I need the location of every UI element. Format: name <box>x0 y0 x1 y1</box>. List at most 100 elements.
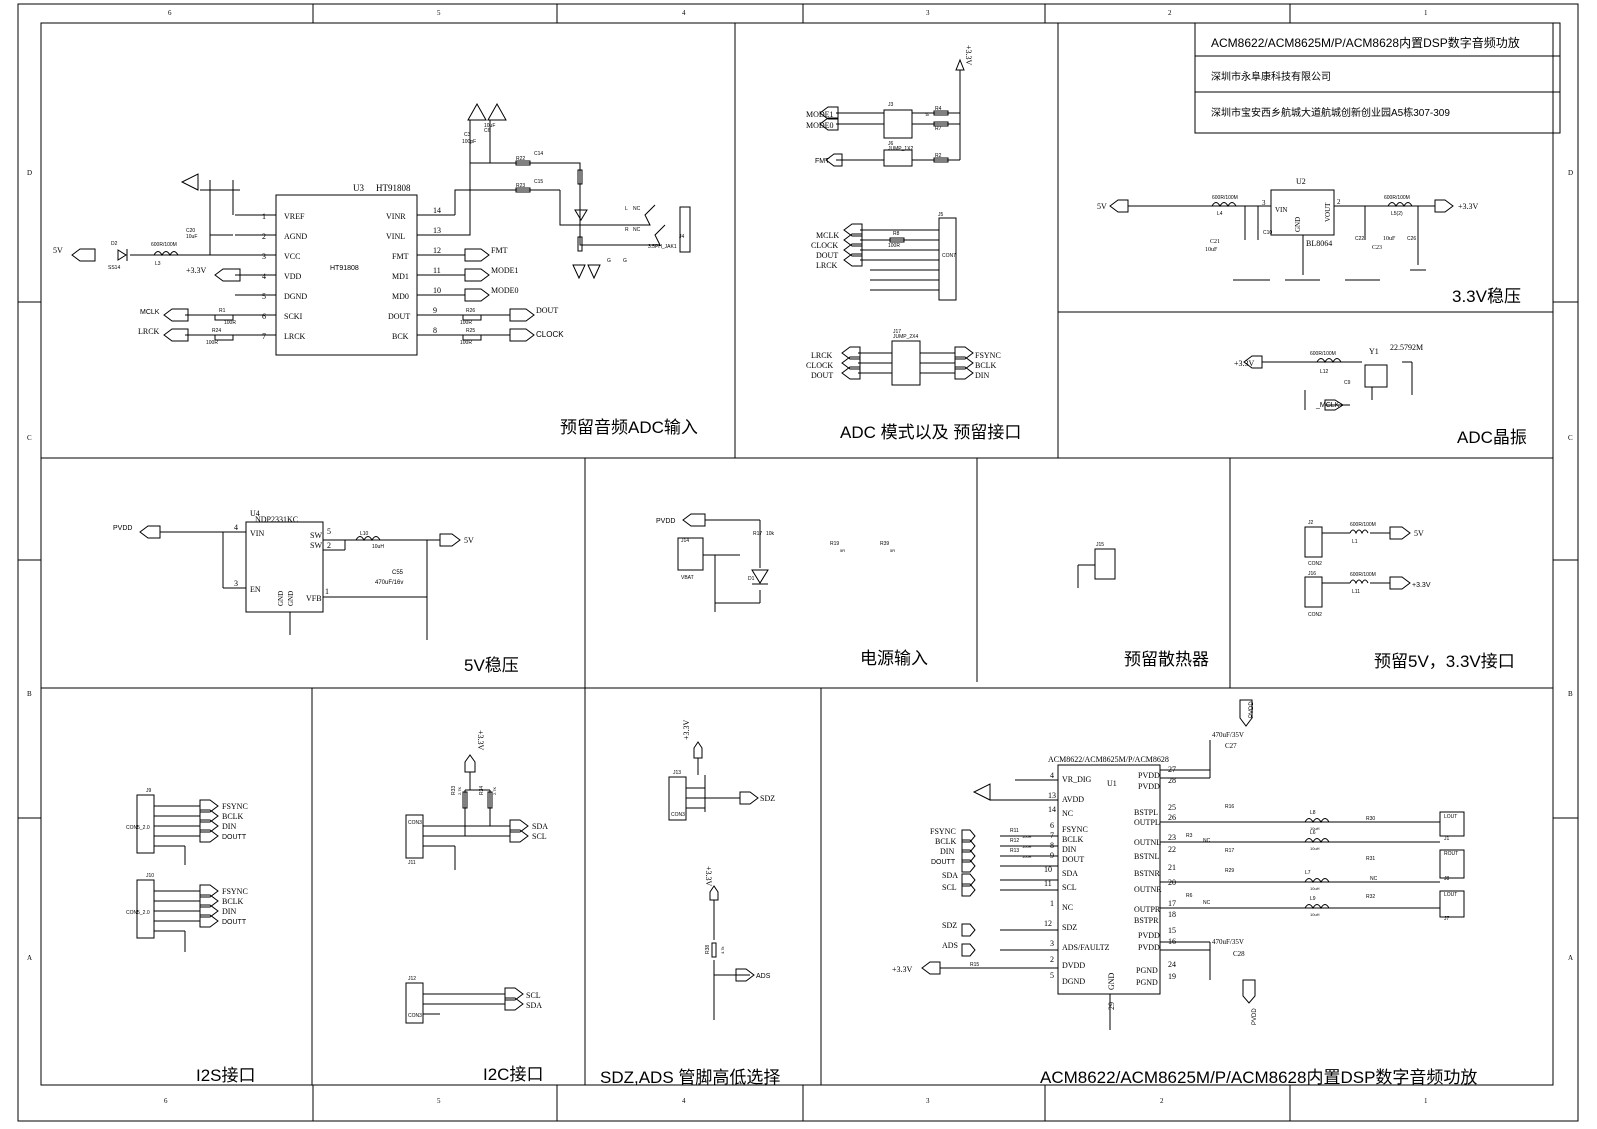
schematic-label: 4 <box>234 523 238 532</box>
frame-top-labels: 6 5 4 3 2 1 6 5 4 3 2 1 D C B A D C B A <box>27 9 1573 1105</box>
adc-input-circuit: U3 HT91808 HT91808 <box>71 102 691 356</box>
schematic-label: BSTPL <box>1134 808 1158 817</box>
connector-j10 <box>136 879 155 939</box>
schematic-label: 5 <box>327 527 331 536</box>
section-title-power-input: 电源输入 <box>860 649 928 668</box>
schematic-label: SDA <box>1062 869 1078 878</box>
i2s-circuit <box>136 794 219 952</box>
schematic-label: R <box>625 227 629 233</box>
schematic-label: J6 <box>888 141 894 147</box>
schematic-label: VIN <box>1275 206 1287 214</box>
frame-row-label: A <box>1568 954 1573 962</box>
schematic-label: PVDD <box>1138 771 1160 780</box>
schematic-label: 26 <box>1168 813 1176 822</box>
schematic-label: DOUT <box>1062 855 1084 864</box>
schematic-label: 23 <box>1168 833 1176 842</box>
schematic-label: 10uH <box>1310 846 1320 851</box>
schematic-label: FMT <box>392 252 409 261</box>
schematic-label: BSTNL <box>1134 852 1159 861</box>
output-connector-j1 <box>1439 811 1465 837</box>
schematic-label: NC <box>633 206 641 212</box>
schematic-label: R17 <box>1225 848 1234 854</box>
schematic-label: 5R <box>840 548 845 553</box>
schematic-label: NC <box>1370 876 1378 882</box>
inductor-l3 <box>153 251 179 257</box>
schematic-label: MD0 <box>392 292 409 301</box>
section-title-5v-regulator: 5V稳压 <box>464 656 519 675</box>
schematic-label: J1 <box>1444 836 1450 842</box>
section-title-amplifier: ACM8622/ACM8625M/P/ACM8628内置DSP数字音频功放 <box>1040 1068 1477 1087</box>
schematic-label: R29 <box>1225 868 1234 874</box>
schematic-label: JUMP_1X2 <box>888 146 914 152</box>
schematic-label: CON5_2.0 <box>126 825 150 831</box>
net-port-clock <box>509 328 535 342</box>
schematic-label: 2 <box>327 541 331 550</box>
net-port-3v3 <box>214 268 241 282</box>
schematic-label: OUTPR <box>1134 905 1161 914</box>
schematic-label: VR_DIG <box>1062 775 1092 784</box>
schematic-label: R25 <box>466 328 475 334</box>
schematic-label: L12 <box>1320 369 1329 375</box>
schematic-label: 6 <box>1050 821 1054 830</box>
schematic-label: CON2 <box>1308 612 1322 618</box>
schematic-label: 24 <box>1168 960 1176 969</box>
schematic-label: +3.3V <box>476 730 485 751</box>
schematic-label: G <box>607 258 611 264</box>
output-connector-j8 <box>1439 849 1465 879</box>
schematic-label: 100R <box>888 243 900 249</box>
schematic-label: GND <box>287 591 295 606</box>
schematic-label: LRCK <box>138 327 160 336</box>
schematic-label: DOUT <box>536 306 558 315</box>
schematic-label: J7 <box>1444 916 1450 922</box>
schematic-label: 3.5PH_JAK1 <box>648 244 677 250</box>
schematic-label: R6 <box>1186 893 1193 899</box>
schematic-label: R11 <box>1010 828 1019 834</box>
schematic-label: 19 <box>1168 972 1176 981</box>
schematic-label: EN <box>250 585 261 594</box>
schematic-label: R1 <box>219 308 226 314</box>
schematic-label: 8 <box>1050 841 1054 850</box>
schematic-label: 4 <box>1050 771 1054 780</box>
schematic-label: JUMP_2X4 <box>893 334 919 340</box>
schematic-label: C21 <box>1210 239 1220 245</box>
schematic-label: PGND <box>1136 978 1158 987</box>
schematic-label: VOUT <box>1324 202 1332 222</box>
schematic-label: 600R/100M <box>1310 351 1336 357</box>
section-dividers <box>41 23 1553 1085</box>
schematic-label: BL8064 <box>1306 239 1332 248</box>
schematic-label: U2 <box>1296 177 1306 186</box>
schematic-label: 5R <box>890 548 895 553</box>
schematic-label: 28 <box>1168 776 1176 785</box>
schematic-label: SDA <box>526 1001 542 1010</box>
schematic-label: R15 <box>970 962 979 968</box>
schematic-label: DIN <box>222 822 236 831</box>
schematic-label: SCL <box>1062 883 1077 892</box>
schematic-label: 9 <box>433 306 437 315</box>
schematic-label: PVDD <box>656 518 675 525</box>
schematic-label: CLOCK <box>536 330 564 339</box>
schematic-label: R24 <box>212 328 221 334</box>
schematic-label: ACM8622/ACM8625M/P/ACM8628 <box>1048 755 1169 764</box>
schematic-label: 2 <box>1337 198 1341 206</box>
frame-row-label: D <box>27 169 32 177</box>
schematic-label: CON7 <box>942 253 956 259</box>
schematic-label: 10 <box>433 286 441 295</box>
schematic-label: AGND <box>284 232 307 241</box>
schematic-label: 21 <box>1168 863 1176 872</box>
section-title-adc-input: 预留音频ADC输入 <box>560 418 698 437</box>
schematic-label: CON3 <box>408 820 422 826</box>
jumper-j3 <box>883 109 913 139</box>
schematic-label: DVDD <box>1062 961 1085 970</box>
schematic-label: C28 <box>1233 950 1245 958</box>
schematic-label: DOUTT <box>222 919 247 926</box>
net-port-mclk <box>163 308 189 322</box>
frame-col-label: 2 <box>1160 1097 1164 1105</box>
schematic-label: 10uF <box>186 234 197 240</box>
schematic-label: PVDD <box>113 525 132 532</box>
schematic-label: 600R/100M <box>1212 195 1238 201</box>
frame-col-label: 4 <box>682 9 686 17</box>
schematic-label: 11 <box>1044 879 1052 888</box>
power-input-labels: PVDD J14 VBAT R17 10k D1 R19 R39 5R 5R <box>656 518 895 582</box>
schematic-label: PVDD <box>1249 701 1255 718</box>
